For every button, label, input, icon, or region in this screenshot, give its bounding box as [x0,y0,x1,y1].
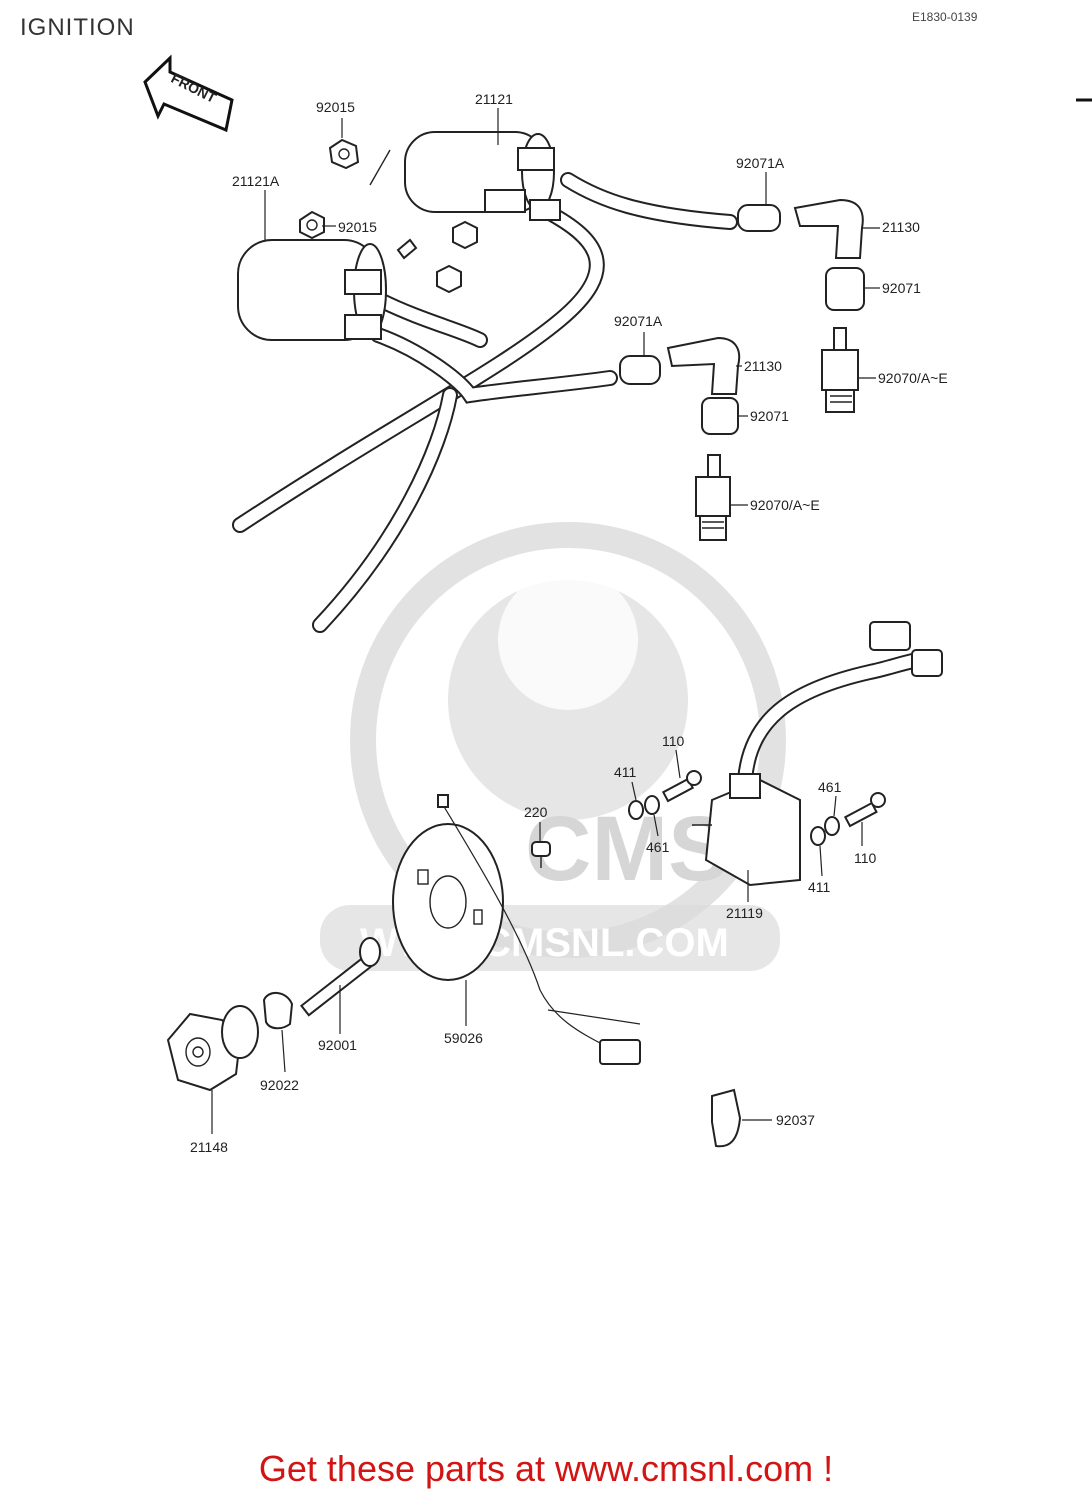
nut-92015-d [436,264,462,294]
cap-seal-92071-b [701,397,739,435]
footer-link-text[interactable]: Get these parts at www.cmsnl.com ! [258,1448,834,1489]
label-92070: 92070/A~E [878,370,948,386]
igniter-21119 [692,621,943,887]
label-220: 220 [524,804,548,820]
bolt-92001 [300,937,381,1017]
timing-rotor-21148 [166,1005,259,1092]
washer-411-b [810,826,826,846]
bolt-110-b [843,792,886,828]
spacer-92022 [262,992,294,1030]
ignition-coil-21121 [369,131,561,221]
diagram-reference-code: E1830-0139 [912,10,978,24]
label-461: 461 [646,839,670,855]
label-110: 110 [662,733,685,749]
label-92015: 92015 [316,99,355,115]
page-title: IGNITION [20,14,135,41]
label-110: 110 [854,850,877,866]
watermark-logo: CMS [525,798,729,900]
plug-cap-21130-a [737,198,864,259]
label-21121A: 21121A [232,173,280,189]
screw-220 [531,841,551,868]
label-21130: 21130 [744,358,782,374]
label-92071: 92071 [750,408,789,424]
nut-92015-c [452,220,478,250]
nut-92015-a [328,138,360,170]
nut-92015-b [299,210,325,240]
label-21121: 21121 [475,91,513,107]
spark-plug-92070-a [821,327,859,413]
washer-411-a [628,800,644,820]
label-21119: 21119 [726,905,763,921]
label-92071A: 92071A [614,313,663,329]
bolt-110-a [661,770,702,803]
ignition-coil-21121A [237,238,418,341]
label-92015: 92015 [338,219,377,235]
label-59026: 59026 [444,1030,483,1046]
cmsnl-watermark: CMS WWW.CMSNL.COM [320,522,786,971]
label-92001: 92001 [318,1037,357,1053]
high-tension-leads [232,172,738,633]
washer-461-b [824,816,840,836]
label-92071: 92071 [882,280,921,296]
label-461: 461 [818,779,842,795]
label-411: 411 [614,764,637,780]
part-labels: 92015 21121 21121A 92015 92071A 21130 92… [190,91,948,1155]
label-92022: 92022 [260,1077,299,1093]
label-92037: 92037 [776,1112,815,1128]
pickup-plate-59026 [392,794,641,1065]
front-arrow-icon: FRONT [143,54,234,133]
label-92071A: 92071A [736,155,785,171]
washer-461-a [644,795,660,815]
cap-seal-92071-a [825,267,865,311]
label-411: 411 [808,879,831,895]
clamp-92037 [711,1088,742,1148]
label-92070: 92070/A~E [750,497,820,513]
spark-plug-92070-b [695,454,731,541]
plug-cap-21130-b [619,336,741,395]
label-21148: 21148 [190,1139,228,1155]
leader-lines [211,108,880,1134]
label-21130: 21130 [882,219,920,235]
